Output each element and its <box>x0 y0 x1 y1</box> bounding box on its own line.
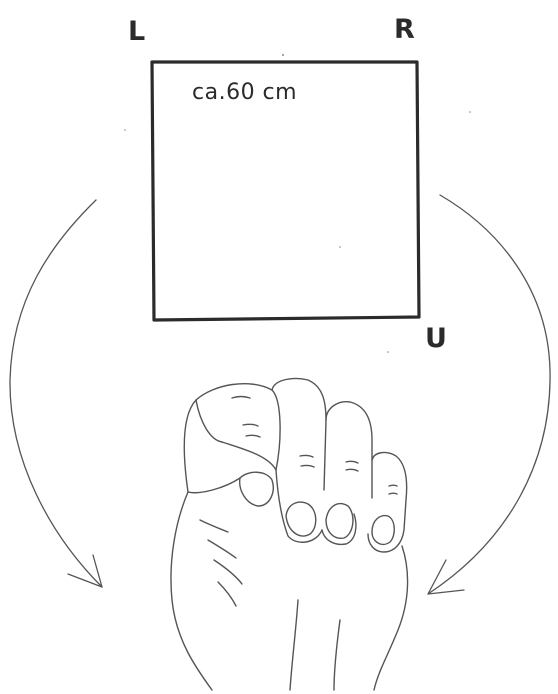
bottom-label: U <box>425 323 447 354</box>
left-label: L <box>128 16 146 47</box>
square-shape <box>150 60 421 322</box>
curved-arrow-down-right-icon <box>427 194 551 595</box>
fist-hand-icon <box>170 377 409 691</box>
curved-arrow-down-left-icon <box>9 199 103 588</box>
right-label: R <box>394 14 415 45</box>
stray-marks <box>124 54 471 353</box>
square-size-label: ca.60 cm <box>192 80 298 105</box>
